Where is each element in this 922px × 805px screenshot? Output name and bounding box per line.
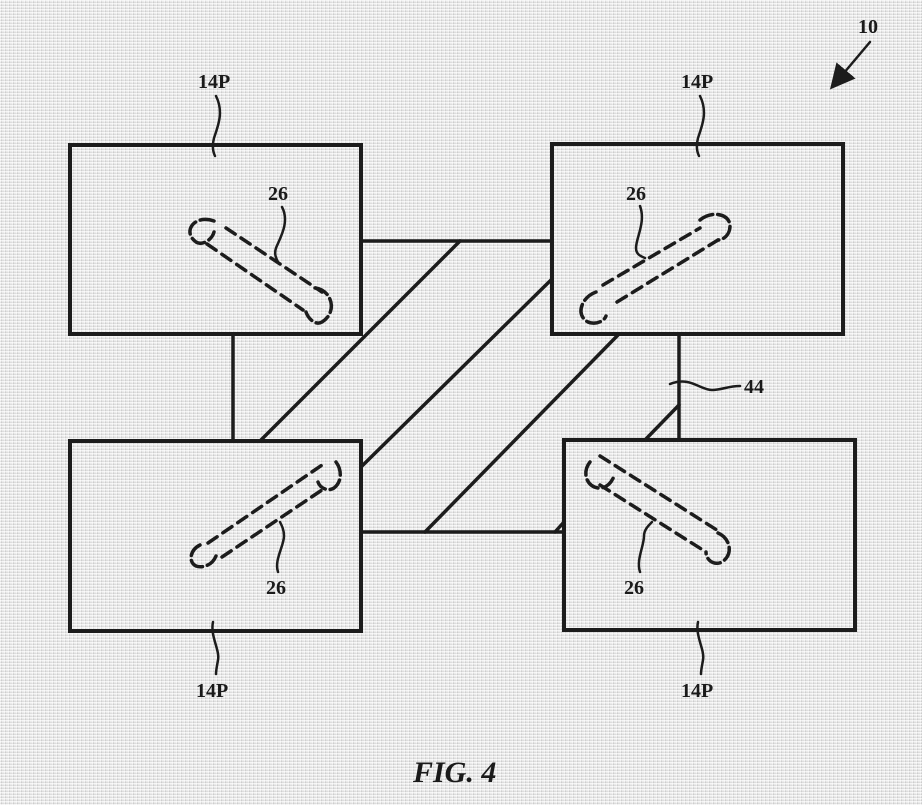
label-26-top-right: 26: [626, 183, 646, 205]
label-14p-bottom-right: 14P: [681, 680, 713, 702]
leader-14p-top-left: [211, 94, 222, 158]
label-44: 44: [744, 376, 764, 398]
element-26-bottom-right: [584, 454, 731, 565]
connector-diagonal-3: [423, 333, 620, 534]
panel-box-top-left: [68, 143, 363, 336]
leader-14p-bottom-left: [211, 620, 220, 676]
figure-caption: FIG. 4: [412, 756, 496, 789]
leader-26-bottom-left: [275, 520, 286, 574]
panel-box-top-right: [550, 142, 845, 336]
leader-14p-top-right: [695, 94, 706, 158]
panel-box-bottom-right: [562, 438, 857, 632]
connector-diagonal-2: [359, 277, 554, 469]
connector-frame-44: [231, 239, 681, 534]
leader-14p-bottom-right: [696, 620, 705, 676]
label-14p-top-left: 14P: [198, 71, 230, 93]
element-26-top-right: [579, 212, 732, 325]
label-10: 10: [858, 16, 878, 38]
connector-diagonal-1: [258, 239, 462, 443]
label-26-top-left: 26: [268, 183, 288, 205]
leader-26-top-right: [634, 204, 647, 260]
arrow-10: [829, 40, 872, 90]
label-14p-top-right: 14P: [681, 71, 713, 93]
panel-box-bottom-left: [68, 439, 363, 633]
element-26-bottom-left: [189, 460, 342, 569]
label-14p-bottom-left: 14P: [196, 680, 228, 702]
element-26-top-left: [188, 217, 334, 325]
label-26-bottom-right: 26: [624, 577, 644, 599]
leader-26-bottom-right: [637, 520, 654, 574]
leader-44: [668, 380, 742, 392]
connector-diagonal-4: [643, 403, 681, 442]
label-26-bottom-left: 26: [266, 577, 286, 599]
leader-26-top-left: [273, 205, 287, 264]
